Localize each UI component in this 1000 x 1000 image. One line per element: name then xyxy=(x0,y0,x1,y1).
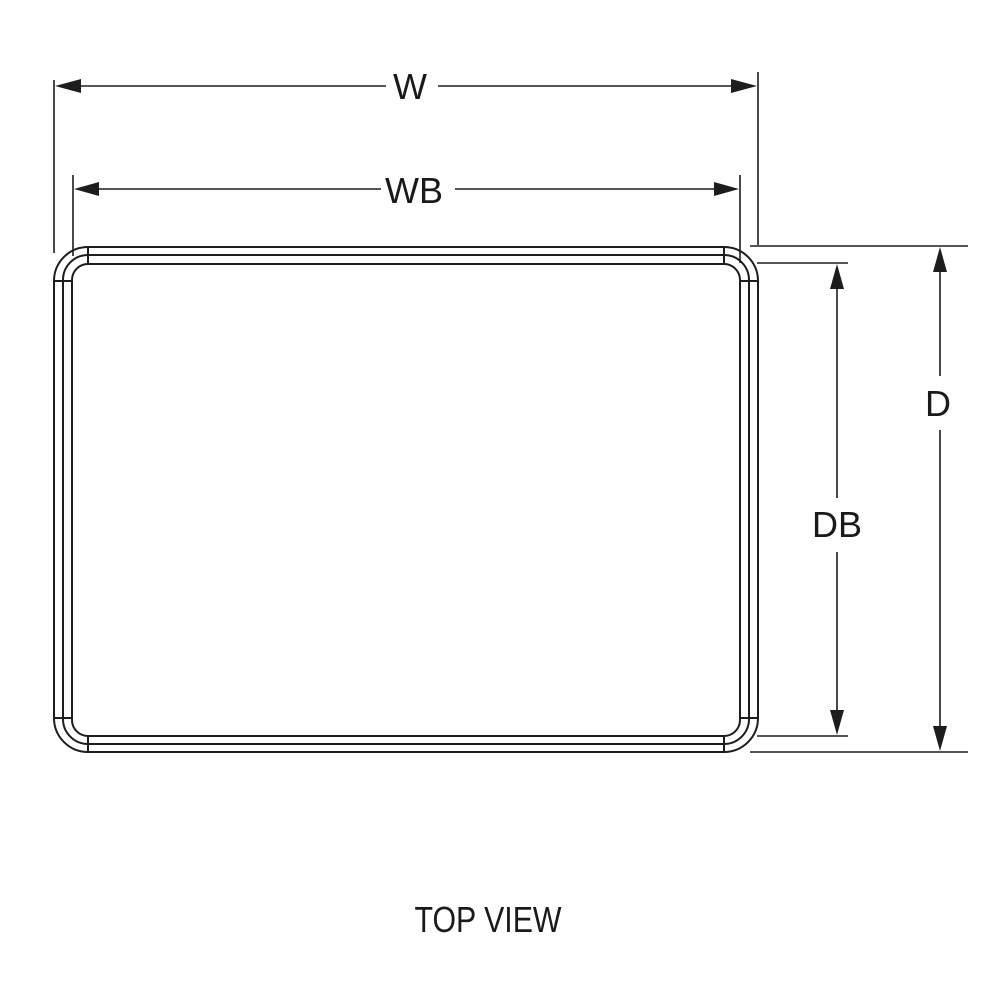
wb-label: WB xyxy=(385,170,443,211)
tray-middle-rim xyxy=(62,254,750,745)
view-caption: TOP VIEW xyxy=(415,899,562,940)
d-arrowhead-bottom-icon xyxy=(933,726,947,751)
w-label: W xyxy=(393,66,427,107)
tray-inner-base xyxy=(71,263,741,737)
w-arrowhead-left-icon xyxy=(55,79,81,93)
w-arrowhead-right-icon xyxy=(731,79,757,93)
db-label: DB xyxy=(812,504,862,545)
dimension-w: W xyxy=(53,66,759,253)
tray-outer-rim xyxy=(53,246,759,753)
d-label: D xyxy=(925,383,951,424)
dimension-wb: WB xyxy=(72,170,741,263)
corner-tangent-lines xyxy=(54,247,758,752)
wb-arrowhead-left-icon xyxy=(74,182,99,196)
db-arrowhead-top-icon xyxy=(830,264,844,289)
wb-arrowhead-right-icon xyxy=(714,182,739,196)
db-arrowhead-bottom-icon xyxy=(830,710,844,735)
dimension-d: D xyxy=(750,245,968,753)
tray-outline xyxy=(53,246,759,753)
d-arrowhead-top-icon xyxy=(933,247,947,272)
dimension-db: DB xyxy=(757,262,862,737)
